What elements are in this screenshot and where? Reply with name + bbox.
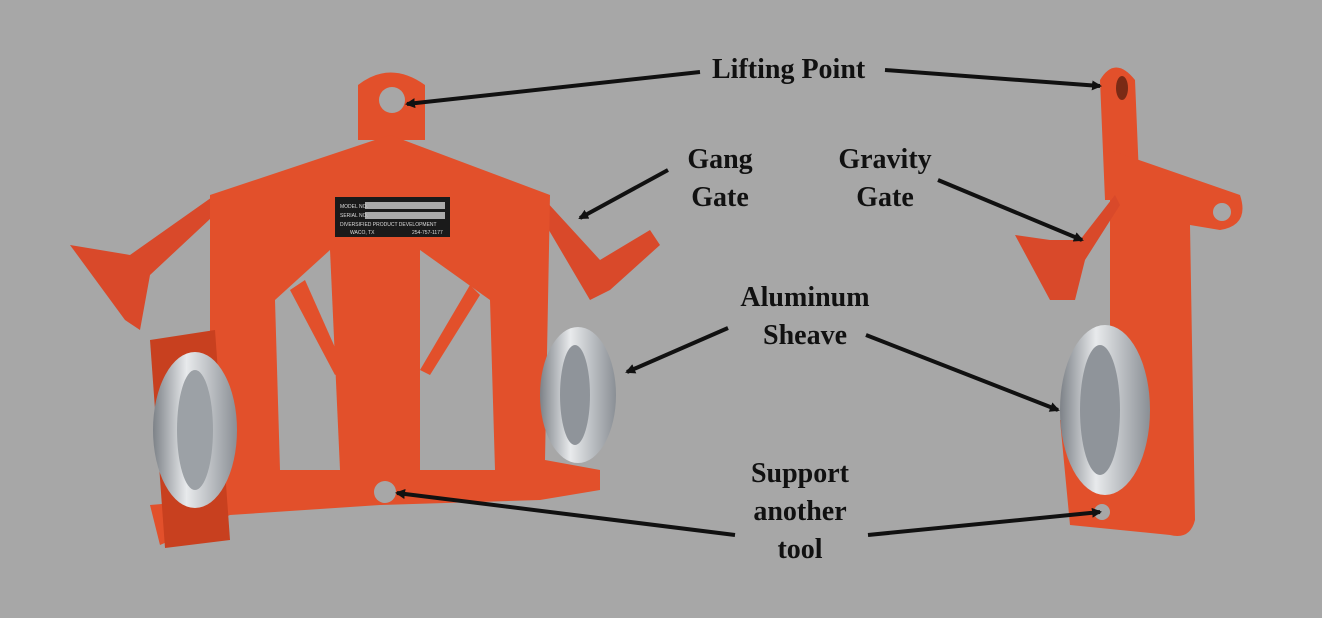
arrow-support-right (867, 507, 1102, 537)
front-view-tool: MODEL NO. SERIAL NO. DIVERSIFIED PRODUCT… (70, 72, 660, 548)
frame-strut-right (420, 285, 480, 375)
arrow-lifting-point-right (884, 68, 1102, 91)
nameplate-serial-label: SERIAL NO. (340, 213, 368, 219)
arrow-gravity-gate (937, 178, 1084, 242)
gang-gate-right (540, 200, 660, 300)
nameplate-city: WACO, TX (350, 230, 375, 236)
label-support-line3: tool (777, 534, 823, 565)
label-aluminum-sheave-line2: Sheave (763, 320, 847, 351)
gravity-gate (1015, 195, 1120, 300)
label-support-another-tool: Support another tool (740, 455, 860, 569)
frame-strut-left (290, 280, 345, 375)
nameplate-model-label: MODEL NO. (340, 204, 368, 210)
lifting-hole (379, 87, 405, 113)
arrow-gang-gate (578, 168, 669, 220)
window-right (420, 250, 495, 470)
nameplate-company: DIVERSIFIED PRODUCT DEVELOPMENT (340, 222, 437, 228)
label-aluminum-sheave-line1: Aluminum (740, 282, 870, 313)
label-gang-gate-line2: Gate (691, 182, 749, 213)
arrow-aluminum-sheave-right (865, 333, 1060, 412)
support-hole (374, 481, 396, 503)
label-lifting-point: Lifting Point (712, 54, 866, 85)
side-view-tool (1015, 67, 1243, 536)
label-gang-gate: Gang Gate (680, 141, 760, 217)
arrow-lifting-point-left (405, 70, 701, 109)
label-support-line2: another (753, 496, 847, 527)
label-aluminum-sheave: Aluminum Sheave (730, 279, 880, 355)
window-left (275, 250, 340, 470)
nameplate-phone: 254-757-1177 (412, 230, 443, 236)
label-gang-gate-line1: Gang (687, 144, 753, 175)
label-gravity-gate-line2: Gate (856, 182, 914, 213)
arrow-support-left (395, 489, 736, 537)
label-gravity-gate-line1: Gravity (838, 144, 932, 175)
arrow-aluminum-sheave-left (625, 326, 729, 374)
label-support-line1: Support (750, 458, 850, 489)
label-gravity-gate: Gravity Gate (830, 141, 940, 217)
gang-gate-left (70, 195, 225, 330)
